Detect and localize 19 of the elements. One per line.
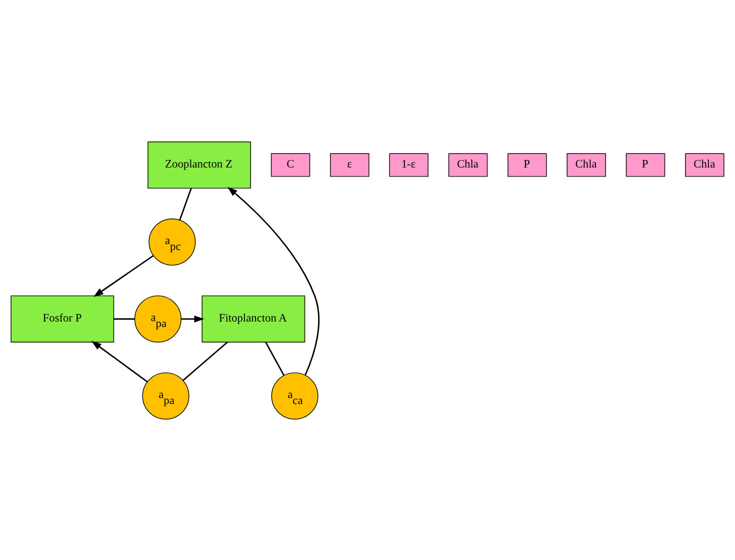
- arrow: [227, 186, 320, 375]
- node-box: Fitoplancton A: [202, 294, 306, 342]
- node-box: ε: [330, 152, 370, 176]
- node-box: Fosfor P: [10, 294, 114, 342]
- connector: [179, 187, 192, 220]
- connector: [265, 341, 284, 376]
- node-box: Chla: [685, 152, 724, 176]
- node-box: P: [626, 152, 666, 176]
- node-box: 1-ε: [389, 152, 428, 176]
- node-box: P: [508, 152, 547, 176]
- arrow: [91, 340, 148, 382]
- node-box: Chla: [448, 152, 488, 176]
- node-box: Chla: [566, 152, 606, 176]
- node-box: Zooplancton Z: [148, 141, 251, 188]
- arrow: [93, 254, 154, 296]
- connector: [182, 341, 228, 380]
- node-box: C: [270, 152, 310, 176]
- connector: [114, 318, 135, 320]
- arrow: [181, 315, 204, 322]
